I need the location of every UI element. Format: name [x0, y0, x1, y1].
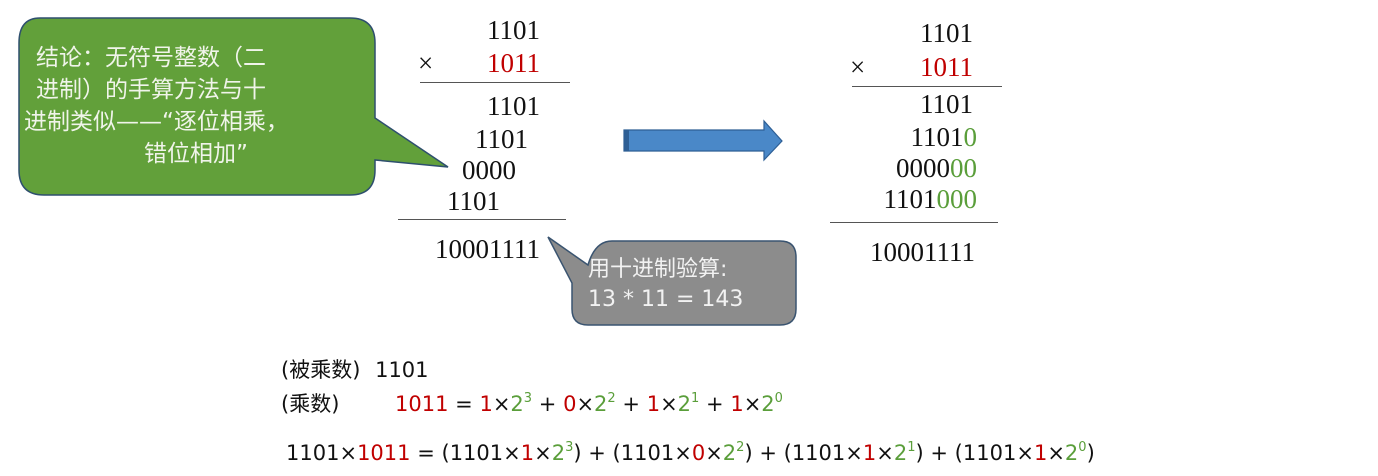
times-sign: ×	[743, 392, 762, 416]
term-power-3: 23	[551, 440, 574, 465]
term-multiplicand: 1101	[620, 441, 675, 465]
equals-sign: =	[455, 392, 473, 416]
times-sign: ×	[576, 392, 595, 416]
term-coef-3: 1	[520, 441, 535, 465]
coef-0: 1	[730, 392, 744, 416]
right-partial-2: 11010	[857, 122, 978, 152]
power-0: 20	[761, 391, 783, 416]
left-multiplier: 1011	[487, 48, 540, 78]
right-arrow-icon	[623, 119, 783, 162]
left-bottom-rule	[398, 219, 566, 220]
plus-sign: +	[759, 441, 777, 465]
multiplier-line: (乘数)1011 = 1×23 + 0×22 + 1×21 + 1×20	[281, 388, 783, 418]
power-2: 22	[594, 391, 616, 416]
coef-2: 0	[563, 392, 577, 416]
power-1: 21	[677, 391, 700, 416]
verify-callout-shape	[547, 236, 797, 326]
right-partial-1-digits: 1101	[920, 89, 973, 119]
left-result: 10001111	[435, 234, 540, 264]
right-bottom-rule	[830, 222, 998, 223]
multiplicand-line: (被乘数) 1101	[281, 354, 429, 384]
left-top-rule	[420, 82, 570, 83]
times-sign: ×	[660, 392, 678, 416]
multiplicand-value: 1101	[375, 358, 429, 382]
plus-sign: +	[930, 441, 948, 465]
times-sign: ×	[845, 441, 863, 465]
plus-sign: +	[588, 441, 606, 465]
times-sign: ×	[674, 441, 692, 465]
right-partial-4: 1101000	[857, 184, 978, 214]
verify-text: 用十进制验算: 13 * 11 = 143	[588, 255, 743, 315]
right-times-sign: ×	[850, 52, 866, 82]
times-sign: ×	[339, 441, 358, 465]
coef-3: 1	[479, 392, 493, 416]
term-multiplicand: 1101	[449, 441, 504, 465]
times-sign: ×	[876, 441, 894, 465]
left-times-sign: ×	[418, 48, 434, 78]
right-partial-4-shift: 000	[936, 184, 978, 214]
conclusion-line-1: 结论：无符号整数（二	[36, 45, 266, 71]
plus-sign: +	[622, 392, 640, 416]
term-coef-1: 1	[862, 441, 877, 465]
term-coef-0: 1	[1033, 441, 1048, 465]
right-partial-3-digits: 0000	[896, 153, 950, 183]
term-power-0: 20	[1064, 440, 1087, 465]
term-coef-2: 0	[691, 441, 706, 465]
power-3: 23	[510, 391, 533, 416]
multiplier-value: 1011	[395, 392, 449, 416]
right-partial-3: 000000	[857, 155, 977, 182]
lhs-multiplier: 1011	[357, 441, 411, 465]
right-partial-2-digits: 1101	[910, 122, 964, 152]
right-partial-2-shift: 0	[963, 122, 978, 152]
conclusion-line-3: 进制类似——“逐位相乘，	[24, 109, 289, 135]
term-power-1: 21	[893, 440, 916, 465]
term-power-2: 22	[722, 440, 745, 465]
times-sign: ×	[1047, 441, 1065, 465]
times-sign: ×	[534, 441, 552, 465]
conclusion-line-4: 错位相加”	[144, 141, 248, 167]
left-multiplicand: 1101	[487, 15, 540, 45]
left-partial-3: 0000	[462, 155, 516, 185]
lhs-multiplicand: 1101	[286, 441, 340, 465]
times-sign: ×	[705, 441, 723, 465]
product-expansion-line: 1101×1011 = (1101×1×23) + (1101×0×22) + …	[286, 440, 1095, 465]
term-multiplicand: 1101	[791, 441, 846, 465]
equals-sign: =	[417, 441, 435, 465]
left-partial-2: 1101	[475, 124, 528, 154]
left-partial-1: 1101	[487, 91, 540, 121]
left-partial-4: 1101	[447, 186, 500, 216]
conclusion-text: 结论：无符号整数（二 进制）的手算方法与十 进制类似——“逐位相乘， 错位相加”	[20, 42, 372, 170]
plus-sign: +	[538, 392, 557, 416]
multiplier-label: (乘数)	[281, 392, 340, 416]
right-multiplier: 1011	[920, 52, 973, 82]
multiplicand-label: (被乘数)	[281, 358, 361, 382]
times-sign: ×	[492, 392, 511, 416]
right-top-rule	[852, 86, 1002, 87]
conclusion-line-2: 进制）的手算方法与十	[36, 77, 266, 103]
conclusion-callout-shape	[18, 17, 449, 196]
right-partial-1: 1101	[853, 91, 973, 118]
times-sign: ×	[503, 441, 521, 465]
verify-line-1: 用十进制验算:	[588, 257, 728, 282]
right-multiplicand: 1101	[920, 18, 973, 48]
coef-1: 1	[646, 392, 661, 416]
right-result: 10001111	[870, 237, 975, 267]
right-partial-4-digits: 1101	[883, 184, 937, 214]
verify-line-2: 13 * 11 = 143	[588, 287, 744, 312]
right-partial-3-shift: 00	[950, 153, 977, 183]
term-multiplicand: 1101	[962, 441, 1017, 465]
plus-sign: +	[706, 392, 724, 416]
times-sign: ×	[1016, 441, 1034, 465]
